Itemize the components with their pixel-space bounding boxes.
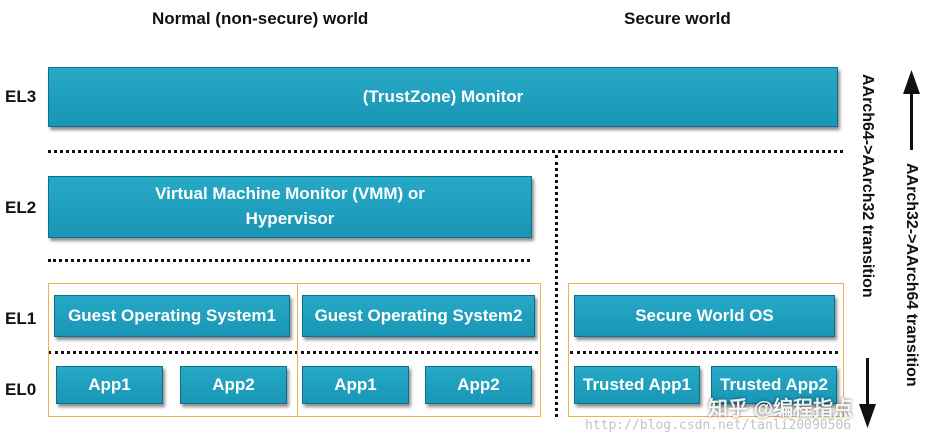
secure-el1-el0-separator bbox=[570, 351, 838, 354]
guest-os1-box: Guest Operating System1 bbox=[54, 295, 290, 337]
el0-label: EL0 bbox=[5, 380, 37, 399]
up-arrow-icon bbox=[903, 70, 920, 94]
down-arrow-icon bbox=[859, 404, 876, 428]
vmm-hypervisor-box: Virtual Machine Monitor (VMM) or Hypervi… bbox=[48, 176, 532, 238]
vmm-label-line1: Virtual Machine Monitor (VMM) or bbox=[155, 184, 425, 204]
el2-label: EL2 bbox=[5, 198, 37, 217]
app1-vm1-label: App1 bbox=[88, 374, 131, 394]
guest-os2-box: Guest Operating System2 bbox=[302, 295, 535, 337]
downward-arrow-shaft bbox=[866, 358, 869, 410]
app2-vm1-label: App2 bbox=[212, 374, 255, 394]
aarch64-to-aarch32-label: AArch64->AArch32 transition bbox=[859, 74, 876, 298]
normal-world-header: Normal (non-secure) world bbox=[152, 9, 369, 28]
guest-os2-label: Guest Operating System2 bbox=[314, 305, 523, 325]
el2-el1-separator bbox=[48, 259, 530, 262]
secure-os-box: Secure World OS bbox=[574, 295, 835, 337]
trusted-app2-box: Trusted App2 bbox=[711, 366, 837, 404]
aarch32-to-aarch64-label: AArch32->AArch64 transition bbox=[903, 163, 920, 387]
vmm-label-line2: Hypervisor bbox=[245, 209, 335, 228]
app2-vm1-box: App2 bbox=[180, 366, 287, 404]
upward-arrow-shaft bbox=[910, 93, 913, 150]
el1-label: EL1 bbox=[5, 309, 37, 328]
secure-world-header: Secure world bbox=[624, 9, 731, 28]
world-divider bbox=[555, 155, 558, 417]
app1-vm2-box: App1 bbox=[302, 366, 409, 404]
secure-world-frame bbox=[568, 283, 844, 417]
trusted-app1-label: Trusted App1 bbox=[583, 374, 691, 394]
trusted-app1-box: Trusted App1 bbox=[574, 366, 700, 404]
app1-vm1-box: App1 bbox=[56, 366, 163, 404]
guest-os1-label: Guest Operating System1 bbox=[68, 305, 276, 325]
secure-os-label: Secure World OS bbox=[635, 305, 774, 325]
trusted-app2-label: Trusted App2 bbox=[720, 374, 828, 394]
el3-label: EL3 bbox=[5, 87, 37, 106]
guest-vm2-frame bbox=[297, 283, 541, 417]
app2-vm2-box: App2 bbox=[425, 366, 532, 404]
trustzone-monitor-label: (TrustZone) Monitor bbox=[362, 86, 524, 106]
trustzone-monitor-box: (TrustZone) Monitor bbox=[48, 67, 838, 127]
normal-el1-el0-separator bbox=[48, 351, 538, 354]
app2-vm2-label: App2 bbox=[457, 374, 500, 394]
blog-url-watermark: http://blog.csdn.net/tanli20090506 bbox=[585, 418, 852, 433]
app1-vm2-label: App1 bbox=[334, 374, 377, 394]
zhihu-watermark: 知乎 @编程指点 bbox=[708, 398, 854, 420]
el3-el2-separator bbox=[48, 150, 843, 153]
